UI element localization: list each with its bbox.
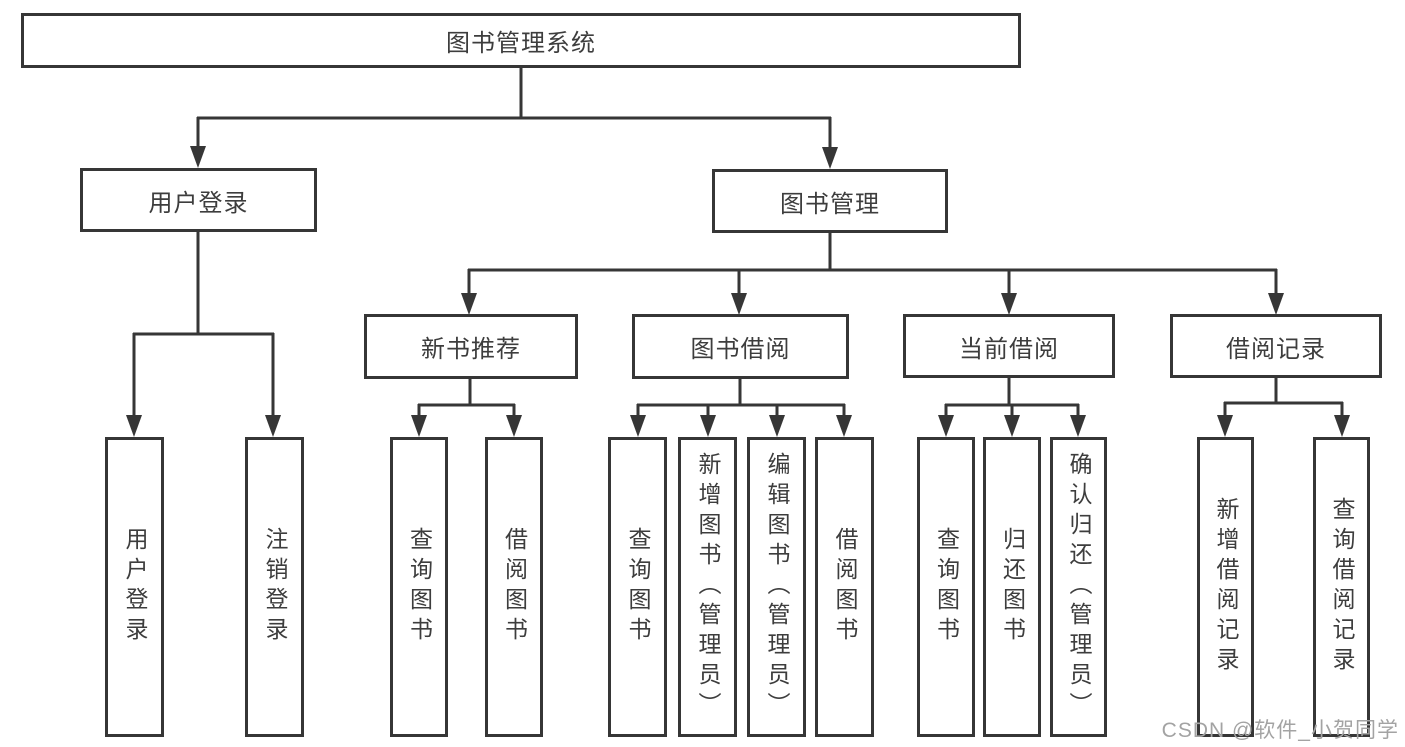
leaf-add-borrow-record: 新增借阅记录	[1197, 437, 1254, 737]
arrowhead	[1070, 415, 1086, 437]
leaf-borrow-books-recommend: 借阅图书	[485, 437, 543, 737]
arrowhead	[411, 415, 427, 437]
leaf-query-books-recommend: 查询图书	[390, 437, 448, 737]
connector-user-login-to-leaves	[132, 231, 275, 421]
arrowhead	[769, 415, 785, 437]
arrowhead	[1001, 293, 1017, 315]
arrowhead	[822, 147, 838, 169]
connector-root-to-level2	[196, 66, 832, 153]
node-library-management-system: 图书管理系统	[21, 13, 1021, 68]
arrowhead	[1334, 415, 1350, 437]
arrowhead	[731, 293, 747, 315]
node-user-login: 用户登录	[80, 168, 317, 232]
node-borrowing-records: 借阅记录	[1170, 314, 1382, 378]
leaf-edit-books-admin: 编辑图书（管理员）	[747, 437, 806, 737]
leaf-query-borrow-record: 查询借阅记录	[1313, 437, 1370, 737]
csdn-watermark: CSDN @软件_小贺同学	[1161, 719, 1399, 742]
leaf-confirm-return-admin: 确认归还（管理员）	[1050, 437, 1107, 737]
arrowhead	[1268, 293, 1284, 315]
leaf-logout: 注销登录	[245, 437, 304, 737]
connector-records-to-leaves	[1223, 377, 1344, 421]
arrowhead	[461, 293, 477, 315]
node-current-borrowing: 当前借阅	[903, 314, 1115, 378]
leaf-add-books-admin: 新增图书（管理员）	[678, 437, 737, 737]
connector-borrow-to-leaves	[636, 378, 846, 421]
connector-book-management-to-level3	[467, 232, 1278, 298]
leaf-return-books: 归还图书	[983, 437, 1041, 737]
arrowhead	[630, 415, 646, 437]
leaf-query-books-current: 查询图书	[917, 437, 975, 737]
arrowhead	[1217, 415, 1233, 437]
arrowhead	[700, 415, 716, 437]
arrowhead	[506, 415, 522, 437]
node-new-book-recommend: 新书推荐	[364, 314, 578, 379]
arrowhead	[190, 146, 206, 168]
arrowheads	[126, 146, 1350, 437]
connector-current-to-leaves	[944, 377, 1080, 421]
leaf-user-login: 用户登录	[105, 437, 164, 737]
arrowhead	[836, 415, 852, 437]
connector-recommend-to-leaves	[417, 378, 516, 421]
leaf-query-books-borrow: 查询图书	[608, 437, 667, 737]
arrowhead	[126, 415, 142, 437]
arrowhead	[1004, 415, 1020, 437]
leaf-borrow-books: 借阅图书	[815, 437, 874, 737]
node-book-borrowing: 图书借阅	[632, 314, 849, 379]
arrowhead	[265, 415, 281, 437]
node-book-management: 图书管理	[712, 169, 948, 233]
arrowhead	[938, 415, 954, 437]
